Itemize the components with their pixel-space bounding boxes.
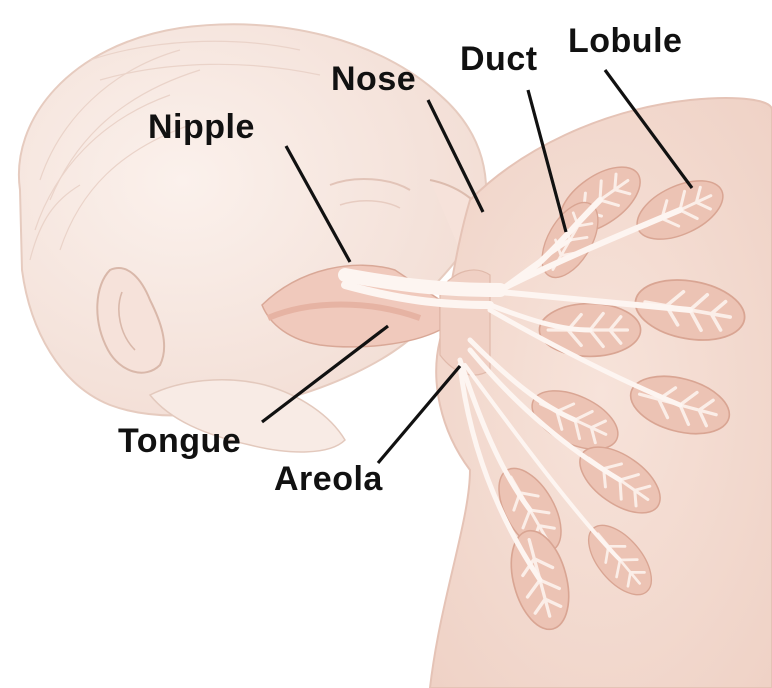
label-areola: Areola: [274, 462, 383, 496]
label-nose: Nose: [331, 62, 416, 96]
label-lobule: Lobule: [568, 24, 682, 58]
infant-head: [19, 24, 489, 452]
label-tongue: Tongue: [118, 424, 241, 458]
label-nipple: Nipple: [148, 110, 255, 144]
label-duct: Duct: [460, 42, 538, 76]
